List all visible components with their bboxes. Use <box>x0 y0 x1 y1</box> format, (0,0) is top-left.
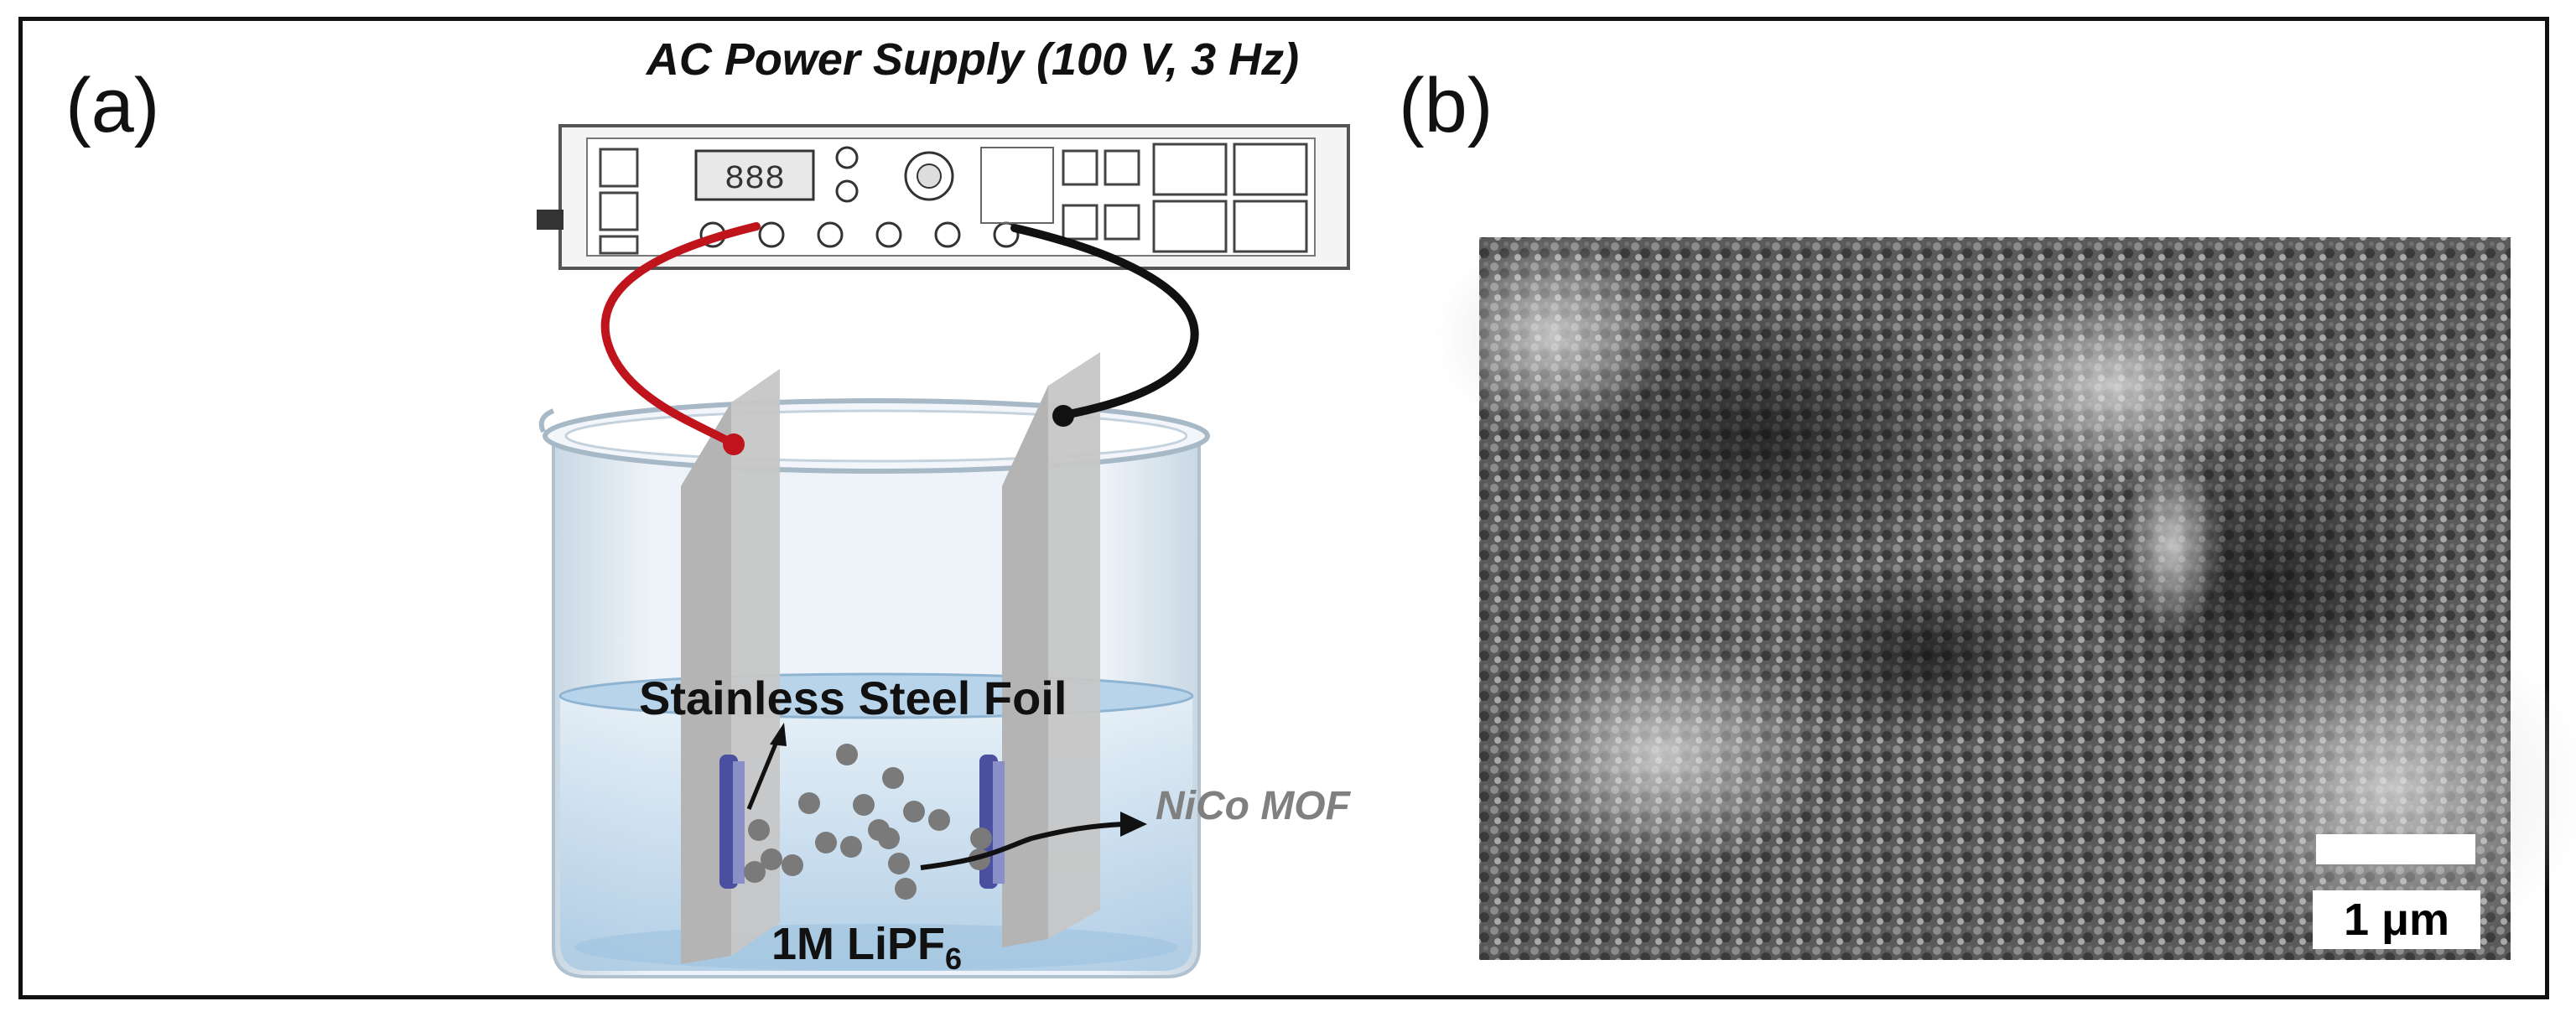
electrolyte-label-main: 1M LiPF <box>771 919 946 969</box>
scale-bar <box>2316 834 2475 864</box>
svg-text:888: 888 <box>724 161 785 199</box>
electrolyte-label: 1M LiPF6 <box>771 918 962 977</box>
panel-b-label: (b) <box>1399 63 1493 148</box>
power-supply-unit: 888 <box>537 124 1350 270</box>
figure-frame <box>18 17 2549 999</box>
power-supply-title: AC Power Supply (100 V, 3 Hz) <box>646 34 1300 85</box>
particle-label: NiCo MOF <box>1156 784 1350 828</box>
electrode-label: Stainless Steel Foil <box>639 672 1067 724</box>
positive-wire <box>600 222 761 447</box>
electrolyte-label-subscript: 6 <box>945 942 963 976</box>
annotation-arrows <box>746 723 1147 870</box>
scale-bar-label: 1 μm <box>2313 890 2480 949</box>
sem-micrograph <box>1434 235 2576 960</box>
output-jacks <box>699 221 1020 248</box>
negative-wire <box>1010 224 1199 419</box>
negative-terminal <box>1052 405 1074 427</box>
panel-a-label: (a) <box>65 63 160 148</box>
left-electrode <box>681 369 780 964</box>
positive-terminal <box>723 433 745 455</box>
